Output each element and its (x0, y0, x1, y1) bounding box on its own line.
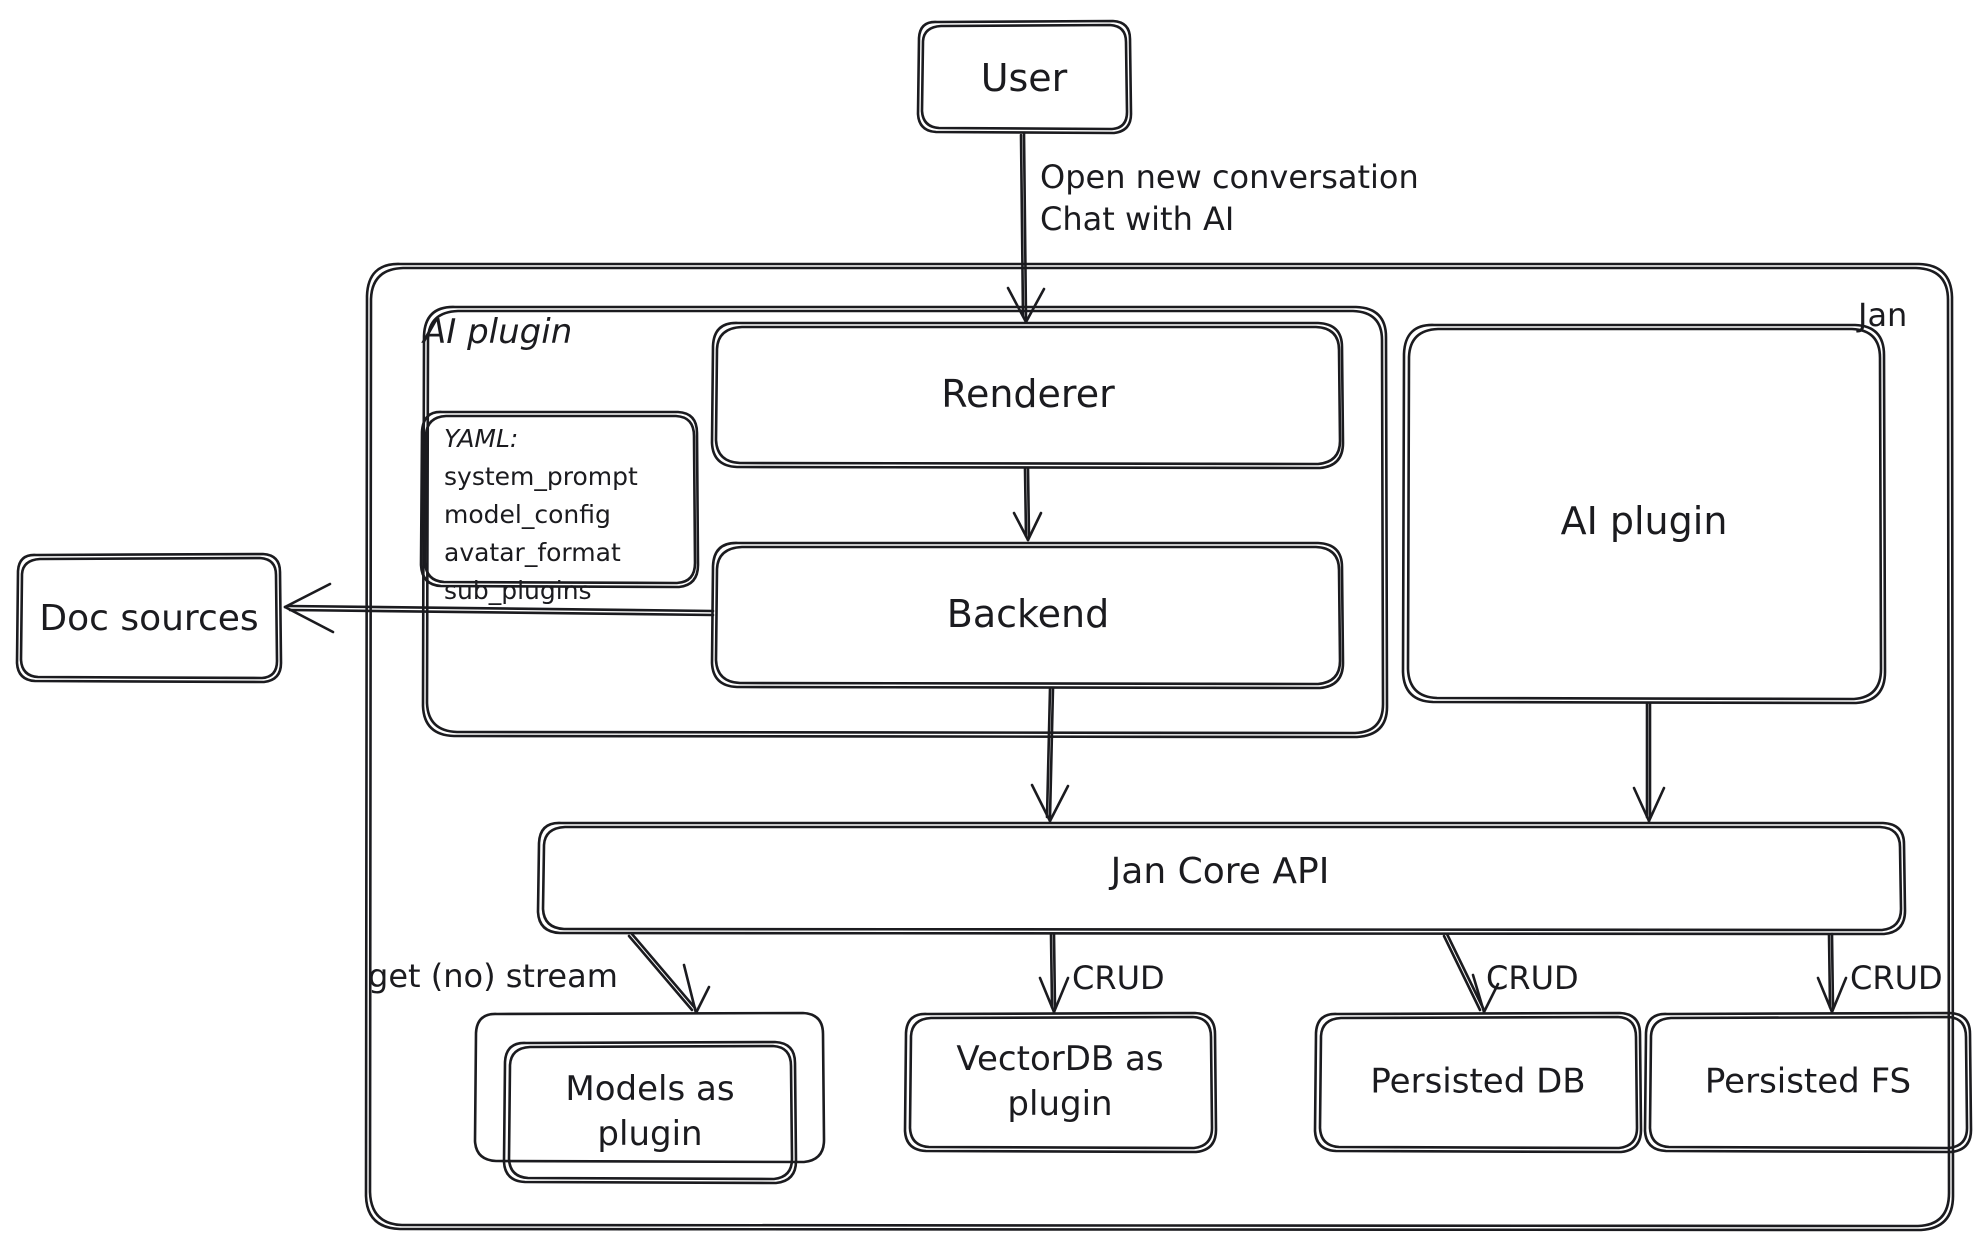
edge-renderer-to-backend (1012, 466, 1043, 542)
edge-core-to-persisted-fs (1816, 932, 1848, 1014)
yaml-note: YAML: system_prompt model_config avatar_… (444, 422, 694, 607)
yaml-note-item-model-config: model_config (444, 500, 611, 529)
node-user-outline (916, 19, 1133, 135)
yaml-note-outline (419, 410, 700, 589)
node-ai-plugin-outline (1401, 323, 1887, 705)
edge-user-to-renderer (1006, 131, 1046, 324)
edge-core-to-models (627, 932, 711, 1015)
edge-backend-to-core (1030, 686, 1070, 823)
node-persisted-fs-outline (1643, 1011, 1973, 1154)
node-doc-sources-outline (15, 552, 283, 684)
edge-ai-plugin-to-core (1632, 701, 1666, 823)
yaml-note-item-avatar-format: avatar_format (444, 538, 621, 567)
node-renderer-outline (710, 321, 1345, 470)
node-jan-core-api-outline (536, 821, 1907, 936)
node-persisted-db-outline (1313, 1011, 1643, 1154)
node-vectordb-as-plugin-outline (903, 1011, 1218, 1154)
yaml-note-item-system-prompt: system_prompt (444, 462, 638, 491)
edge-backend-to-doc-sources (283, 582, 715, 634)
yaml-note-item-sub-plugins: sub_plugins (444, 576, 592, 605)
edge-core-to-persisted-db (1442, 932, 1500, 1014)
edge-core-to-vectordb (1038, 932, 1070, 1014)
node-models-as-plugin-backdrop (473, 1011, 826, 1164)
yaml-note-title: YAML: (444, 424, 519, 453)
container-jan-outline (364, 262, 1955, 1232)
node-backend-outline (710, 541, 1345, 690)
container-ai-plugin-group-outline (421, 305, 1389, 739)
node-models-as-plugin-outline (502, 1040, 798, 1185)
